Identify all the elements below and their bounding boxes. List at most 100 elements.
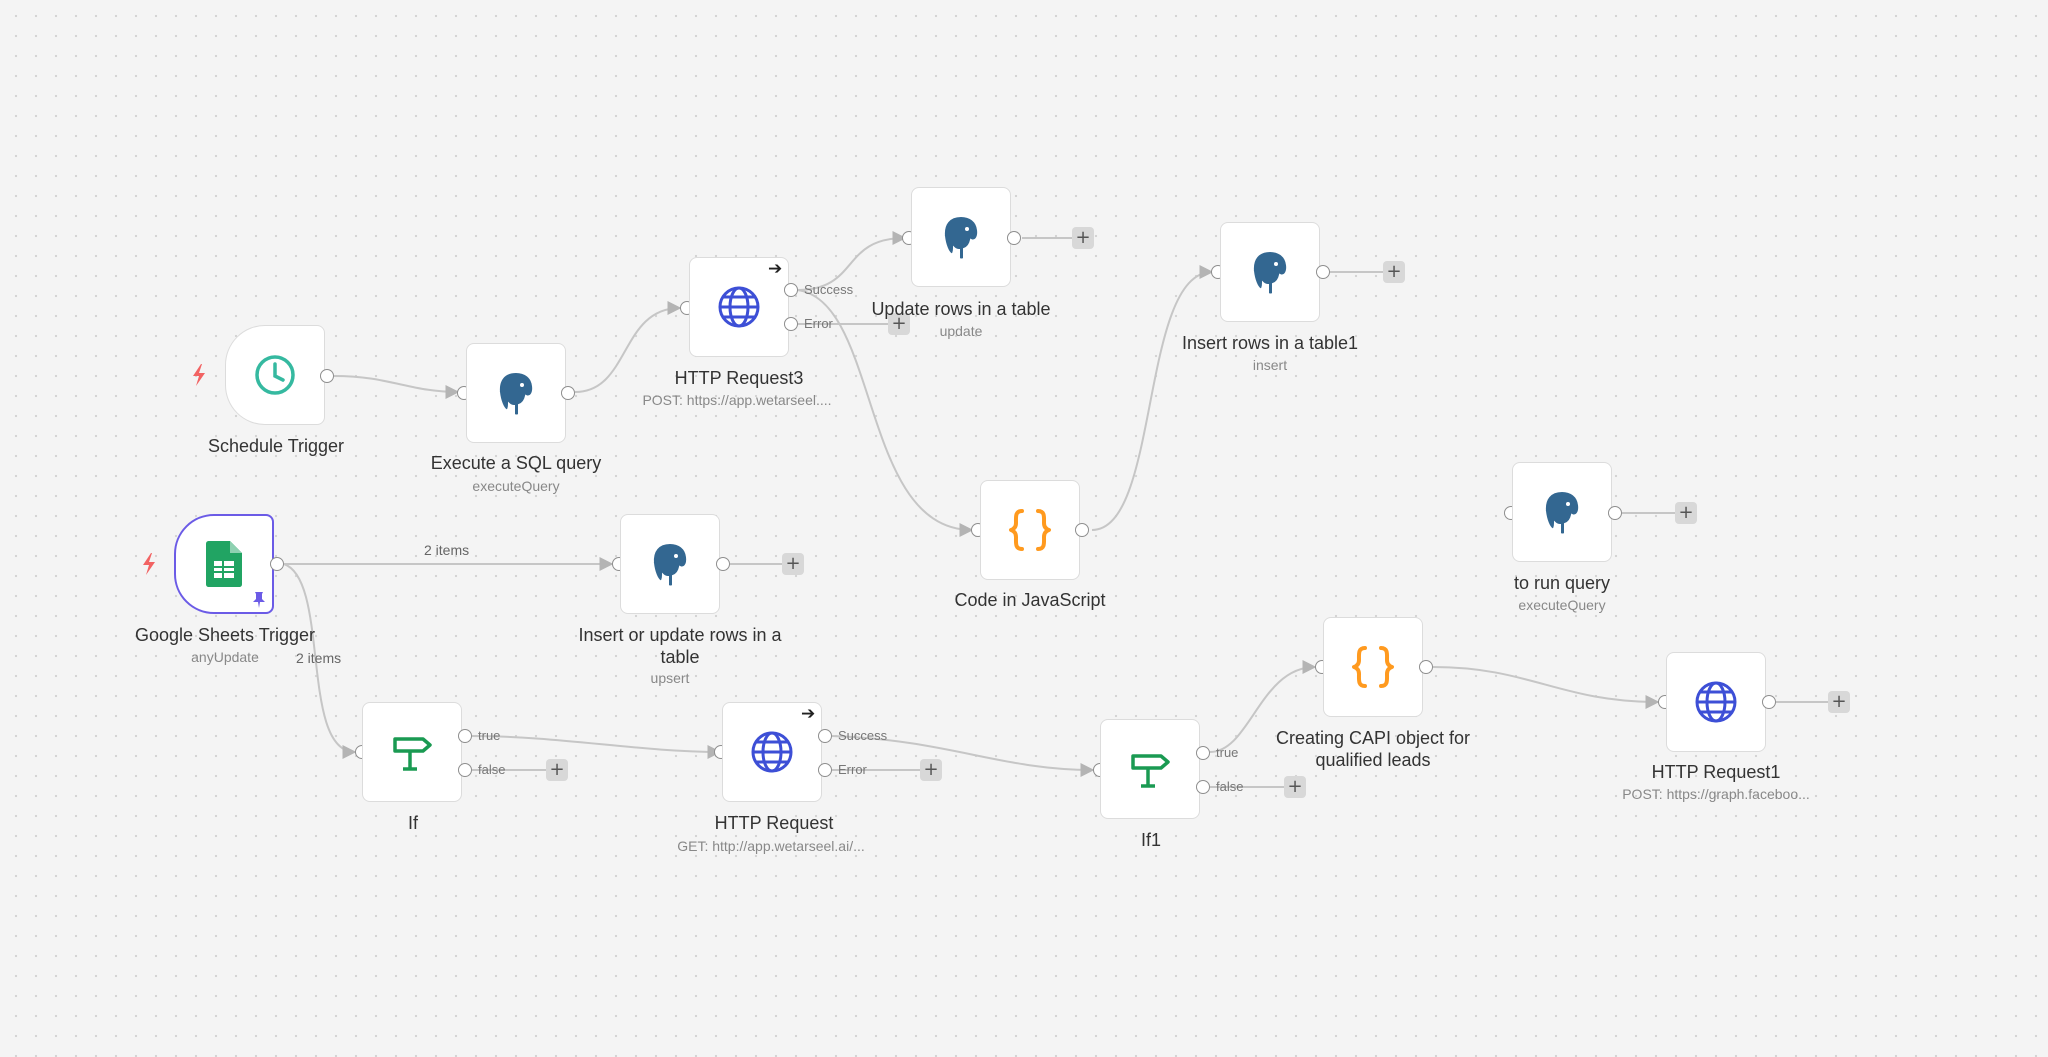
node-title: Schedule Trigger: [207, 436, 345, 456]
edge-if-true-to-http: [471, 735, 722, 759]
add-node-button[interactable]: +: [1675, 502, 1697, 524]
node-title: Execute a SQL query: [430, 453, 602, 473]
node-upsert-rows[interactable]: [620, 514, 720, 614]
branch-label-error: Error: [804, 316, 833, 331]
edge-capi-to-http1: [1432, 666, 1660, 709]
output-handle[interactable]: [1007, 231, 1021, 245]
postgres-elephant-icon: [645, 539, 695, 589]
add-node-button[interactable]: +: [782, 553, 804, 575]
output-handle-false[interactable]: [458, 763, 472, 777]
output-handle-true[interactable]: [1196, 746, 1210, 760]
add-node-button[interactable]: +: [1383, 261, 1405, 283]
output-handle[interactable]: [1419, 660, 1433, 674]
node-execute-sql[interactable]: [466, 343, 566, 443]
node-subtitle: anyUpdate: [191, 649, 259, 665]
globe-icon: [714, 282, 764, 332]
node-title: HTTP Request1: [1651, 762, 1781, 782]
node-schedule-trigger[interactable]: [225, 325, 325, 425]
branch-label-true: true: [478, 728, 501, 743]
branch-label-success: Success: [838, 728, 888, 743]
node-title: to run query: [1513, 573, 1611, 593]
execute-arrow-icon[interactable]: ➔: [801, 704, 816, 724]
output-handle[interactable]: [270, 557, 284, 571]
output-handle[interactable]: [1762, 695, 1776, 709]
add-node-button[interactable]: +: [920, 759, 942, 781]
branch-label-error: Error: [838, 762, 867, 777]
node-insert-rows1[interactable]: [1220, 222, 1320, 322]
trigger-bolt-icon: [193, 364, 205, 386]
add-node-button[interactable]: +: [888, 313, 910, 335]
add-node-button[interactable]: +: [1072, 227, 1094, 249]
output-handle[interactable]: [716, 557, 730, 571]
node-title: HTTP Request3: [674, 368, 804, 388]
pin-icon: [253, 592, 265, 608]
edge-http3-success-to-update: [796, 231, 907, 291]
output-handle-error[interactable]: [818, 763, 832, 777]
execute-arrow-icon[interactable]: ➔: [768, 259, 783, 279]
node-http-request3[interactable]: [689, 257, 789, 357]
node-title: Insert rows in a table1: [1181, 333, 1359, 353]
output-handle-success[interactable]: [784, 283, 798, 297]
node-subtitle: update: [939, 323, 983, 339]
edge-if1-true-to-capi: [1209, 660, 1317, 753]
signpost-icon: [1125, 744, 1175, 794]
node-google-sheets-trigger[interactable]: [174, 514, 274, 614]
edge-code-to-insert1: [1091, 265, 1214, 531]
node-subtitle: insert: [1252, 357, 1288, 373]
output-handle[interactable]: [1316, 265, 1330, 279]
node-title: HTTP Request: [714, 813, 834, 833]
signpost-icon: [387, 727, 437, 777]
node-subtitle: executeQuery: [1518, 597, 1606, 613]
node-subtitle: POST: https://app.wetarseel....: [642, 392, 832, 408]
postgres-elephant-icon: [1537, 487, 1587, 537]
output-handle-true[interactable]: [458, 729, 472, 743]
trigger-bolt-icon: [143, 553, 155, 575]
node-code-javascript[interactable]: [980, 480, 1080, 580]
output-handle-success[interactable]: [818, 729, 832, 743]
node-title: Creating CAPI object for qualified leads: [1275, 728, 1471, 770]
node-run-query[interactable]: [1512, 462, 1612, 562]
node-subtitle: GET: http://app.wetarseel.ai/...: [677, 838, 865, 854]
node-update-rows[interactable]: [911, 187, 1011, 287]
node-title: Code in JavaScript: [954, 590, 1106, 610]
postgres-elephant-icon: [936, 212, 986, 262]
node-title: Google Sheets Trigger: [134, 625, 316, 645]
edge-sql-to-http3: [574, 301, 682, 393]
output-handle[interactable]: [320, 369, 334, 383]
clock-icon: [250, 350, 300, 400]
output-handle-false[interactable]: [1196, 780, 1210, 794]
branch-label-success: Success: [804, 282, 854, 297]
globe-icon: [1691, 677, 1741, 727]
node-if[interactable]: [362, 702, 462, 802]
branch-label-false: false: [478, 762, 506, 777]
node-http-request[interactable]: [722, 702, 822, 802]
output-handle[interactable]: [1075, 523, 1089, 537]
add-node-button[interactable]: +: [1284, 776, 1306, 798]
edge-sheets-to-if: [283, 563, 357, 759]
node-title: Insert or update rows in a table: [578, 625, 782, 667]
edge-http-success-to-if1: [831, 735, 1095, 777]
node-subtitle: POST: https://graph.faceboo...: [1622, 786, 1810, 802]
branch-label-true: true: [1216, 745, 1239, 760]
node-creating-capi[interactable]: [1323, 617, 1423, 717]
edge-http3-success-to-code: [796, 289, 974, 537]
output-handle[interactable]: [1608, 506, 1622, 520]
output-handle-error[interactable]: [784, 317, 798, 331]
edge-item-count: 2 items: [296, 650, 342, 666]
postgres-elephant-icon: [491, 368, 541, 418]
node-subtitle: executeQuery: [472, 478, 560, 494]
node-title: If1: [1140, 830, 1161, 850]
edge-item-count: 2 items: [424, 542, 470, 558]
node-if1[interactable]: [1100, 719, 1200, 819]
postgres-elephant-icon: [1245, 247, 1295, 297]
node-title: If: [407, 813, 418, 833]
node-http-request1[interactable]: [1666, 652, 1766, 752]
edge-schedule-to-sql: [333, 375, 460, 399]
output-handle[interactable]: [561, 386, 575, 400]
add-node-button[interactable]: +: [1828, 691, 1850, 713]
add-node-button[interactable]: +: [546, 759, 568, 781]
node-subtitle: upsert: [650, 670, 690, 686]
code-braces-icon: [1005, 505, 1055, 555]
